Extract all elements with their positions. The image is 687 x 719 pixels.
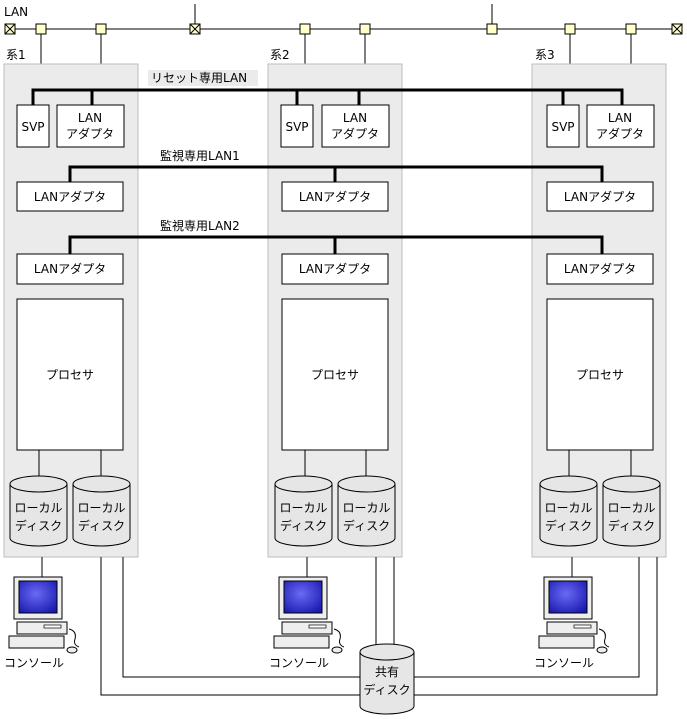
processor-box: プロセサ: [281, 298, 389, 451]
system-label-3: 系3: [535, 48, 555, 62]
svg-text:LANアダプタ: LANアダプタ: [564, 261, 636, 276]
shared-disk-cabling: [100, 557, 658, 696]
svg-text:ディスク: ディスク: [608, 518, 655, 533]
lan-adapter-box: LANアダプタ: [16, 253, 124, 285]
console-terminal-icon: [273, 576, 345, 654]
svg-text:SVP: SVP: [21, 120, 44, 134]
lan-adapter-box: LAN アダプタ: [586, 104, 655, 148]
lan-adapter-box: LAN アダプタ: [56, 104, 125, 148]
lan-label: LAN: [4, 5, 28, 19]
reset-lan-line: [31, 88, 624, 105]
svg-text:ディスク: ディスク: [15, 518, 62, 533]
shared-disk-label-2: ディスク: [363, 682, 410, 697]
lan-adapter-box: LANアダプタ: [546, 253, 654, 285]
lan-terminator-mid-2: [486, 4, 498, 35]
lan-transceiver: [95, 23, 107, 64]
shared-disk: 共有 ディスク: [359, 643, 415, 715]
reset-lan-label: リセット専用LAN: [151, 71, 247, 85]
svg-text:ローカル: ローカル: [544, 501, 592, 515]
svp-box: SVP: [280, 104, 314, 148]
svg-text:LANアダプタ: LANアダプタ: [34, 189, 106, 204]
lan-adapter-box: LANアダプタ: [281, 253, 389, 285]
svg-text:ディスク: ディスク: [78, 518, 125, 533]
svg-text:LAN: LAN: [608, 111, 632, 125]
shared-disk-label-1: 共有: [375, 665, 399, 679]
console-terminal-icon: [538, 576, 610, 654]
svg-text:ローカル: ローカル: [607, 501, 655, 515]
lan-transceiver: [359, 23, 371, 64]
console-label: コンソール: [4, 656, 64, 670]
system-label-1: 系1: [6, 48, 26, 62]
system-label-2: 系2: [270, 48, 290, 62]
svg-text:LAN: LAN: [343, 111, 367, 125]
reset-lan-label-bg: [148, 70, 258, 86]
lan-transceiver: [299, 23, 311, 64]
svg-text:ディスク: ディスク: [343, 518, 390, 533]
svg-text:ローカル: ローカル: [77, 501, 125, 515]
svg-text:LANアダプタ: LANアダプタ: [34, 261, 106, 276]
console-label: コンソール: [534, 656, 594, 670]
svg-text:プロセサ: プロセサ: [46, 368, 94, 382]
svg-text:SVP: SVP: [285, 120, 308, 134]
svg-text:ディスク: ディスク: [280, 518, 327, 533]
lan-adapter-box: LANアダプタ: [546, 181, 654, 212]
monitor-lan-2-label: 監視専用LAN2: [160, 218, 240, 233]
svg-text:ローカル: ローカル: [279, 501, 327, 515]
lan-adapter-box: LAN アダプタ: [321, 104, 390, 148]
lan-adapter-box: LANアダプタ: [281, 181, 389, 212]
svg-text:プロセサ: プロセサ: [576, 368, 624, 382]
processor-box: プロセサ: [546, 298, 654, 451]
console-terminal-icon: [8, 576, 80, 654]
lan-terminator-left: [4, 23, 16, 35]
lan-terminator-right: [671, 23, 683, 35]
svg-text:LANアダプタ: LANアダプタ: [299, 261, 371, 276]
lan-transceiver: [35, 23, 47, 64]
svp-box: SVP: [16, 104, 50, 148]
svg-text:SVP: SVP: [551, 120, 574, 134]
console-links: [41, 557, 573, 577]
monitor-lan-1-label: 監視専用LAN1: [160, 148, 240, 163]
svg-text:アダプタ: アダプタ: [66, 126, 114, 141]
svg-text:ディスク: ディスク: [545, 518, 592, 533]
svp-box: SVP: [546, 104, 580, 148]
svg-text:ローカル: ローカル: [342, 501, 390, 515]
lan-transceiver: [564, 23, 576, 64]
svg-text:LANアダプタ: LANアダプタ: [564, 189, 636, 204]
svg-text:アダプタ: アダプタ: [331, 126, 379, 141]
processor-box: プロセサ: [16, 298, 124, 451]
processor-disk-links: [38, 450, 632, 476]
lan-transceiver: [625, 23, 637, 64]
svg-text:アダプタ: アダプタ: [596, 126, 644, 141]
svg-text:プロセサ: プロセサ: [311, 368, 359, 382]
lan-terminator-mid-1: [189, 4, 201, 35]
svg-text:ローカル: ローカル: [14, 501, 62, 515]
console-label: コンソール: [269, 656, 329, 670]
lan-adapter-box: LANアダプタ: [16, 181, 124, 212]
svg-text:LAN: LAN: [78, 111, 102, 125]
svg-text:LANアダプタ: LANアダプタ: [299, 189, 371, 204]
